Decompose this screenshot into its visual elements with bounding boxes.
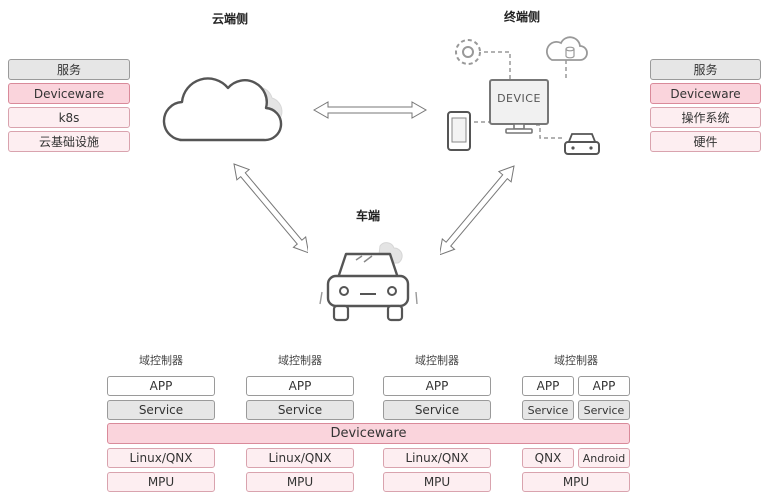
deviceware-bar: Deviceware	[107, 423, 630, 444]
domain-3-app: APP	[383, 376, 491, 396]
terminal-stack-service: 服务	[650, 59, 761, 80]
car-icon	[319, 242, 418, 322]
small-car-icon	[564, 133, 600, 155]
device-vehicle-arrow	[440, 165, 515, 255]
domain-1-mpu: MPU	[107, 472, 215, 492]
domain-3-os: Linux/QNX	[383, 448, 491, 468]
terminal-stack-os: 操作系统	[650, 107, 761, 128]
cloud-stack-deviceware: Deviceware	[8, 83, 130, 104]
domain-4-service-b: Service	[578, 400, 630, 420]
domain-2-mpu: MPU	[246, 472, 354, 492]
domain-1-os: Linux/QNX	[107, 448, 215, 468]
cloud-database-icon	[545, 36, 588, 61]
terminal-device-cluster	[447, 36, 600, 155]
domain-controller-1-label: 域控制器	[139, 354, 183, 367]
cloud-side-title: 云端侧	[211, 12, 248, 26]
domain-2-app: APP	[246, 376, 354, 396]
domain-4-os-android: Android	[578, 448, 630, 468]
domain-4-mpu: MPU	[522, 472, 630, 492]
domain-2-os: Linux/QNX	[246, 448, 354, 468]
domain-4-app-b: APP	[578, 376, 630, 396]
phone-icon	[447, 111, 471, 151]
domain-3-mpu: MPU	[383, 472, 491, 492]
vehicle-side-title: 车端	[355, 209, 380, 223]
terminal-stack-deviceware: Deviceware	[650, 83, 761, 104]
domain-controller-2-label: 域控制器	[278, 354, 322, 367]
domain-1-service: Service	[107, 400, 215, 420]
terminal-stack-hardware: 硬件	[650, 131, 761, 152]
domain-controller-3-label: 域控制器	[415, 354, 459, 367]
terminal-side-title: 终端侧	[503, 10, 540, 24]
domain-1-app: APP	[107, 376, 215, 396]
cloud-stack-service: 服务	[8, 59, 130, 80]
cloud-vehicle-arrow	[233, 163, 308, 254]
domain-2-service: Service	[246, 400, 354, 420]
domain-3-service: Service	[383, 400, 491, 420]
domain-4-os-qnx: QNX	[522, 448, 574, 468]
cloud-stack-k8s: k8s	[8, 107, 130, 128]
cloud-device-arrow	[312, 101, 428, 119]
gear-brain-icon	[455, 39, 481, 65]
domain-4-service-a: Service	[522, 400, 574, 420]
monitor-icon	[489, 79, 549, 134]
domain-controller-4-label: 域控制器	[554, 354, 598, 367]
domain-4-app-a: APP	[522, 376, 574, 396]
cloud-icon	[162, 77, 283, 142]
cloud-stack-infrastructure: 云基础设施	[8, 131, 130, 152]
device-label: DEVICE	[497, 92, 541, 105]
